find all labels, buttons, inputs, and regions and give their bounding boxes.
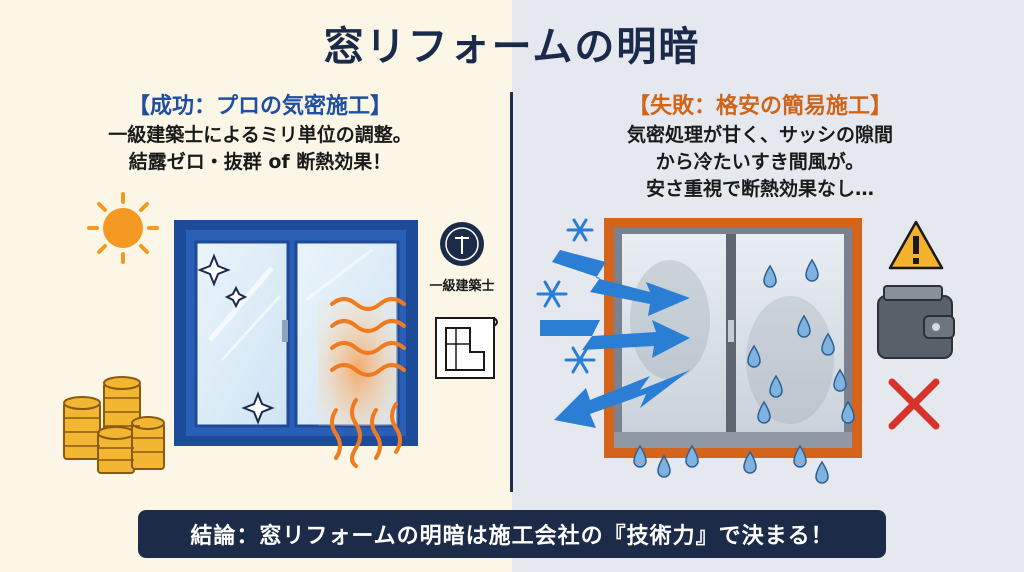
water-drop-icon [633,258,855,484]
airtight-window [174,220,418,446]
x-mark-icon [888,378,940,430]
success-line-2: 結露ゼロ・抜群 of 断熱効果！ [128,151,392,173]
page-title: 窓リフォームの明暗 [323,24,701,70]
cold-draft-arrow-icon [540,250,690,428]
sun-icon [87,192,159,264]
success-description: 一級建築士によるミリ単位の調整。 結露ゼロ・抜群 of 断熱効果！ [60,122,460,176]
blueprint-icon [435,317,498,379]
center-divider [510,92,513,492]
sparkle-icon [197,253,275,425]
snowflake-icon [536,218,596,374]
warning-icon [888,220,944,270]
success-heading: 【成功：プロの気密施工】 [127,94,392,119]
wallet-icon [877,285,955,359]
failure-description: 気密処理が甘く、サッシの隙間 から冷たいすき間風が。 安さ重視で断熱効果なし… [560,122,960,203]
coins-icon [63,376,165,474]
success-line-1: 一級建築士によるミリ単位の調整。 [108,124,412,146]
architect-badge-label: 一級建築士 [429,279,495,294]
architect-badge-icon [440,222,484,266]
failure-line-3: 安さ重視で断熱効果なし… [645,178,874,200]
conclusion-banner: 結論：窓リフォームの明暗は施工会社の『技術力』で決まる！ [138,510,886,558]
failure-heading: 【失敗：格安の簡易施工】 [627,94,892,119]
failure-line-2: から冷たいすき間風が。 [655,151,865,173]
failure-line-1: 気密処理が甘く、サッシの隙間 [626,124,893,146]
heat-wave-icon [330,297,406,468]
